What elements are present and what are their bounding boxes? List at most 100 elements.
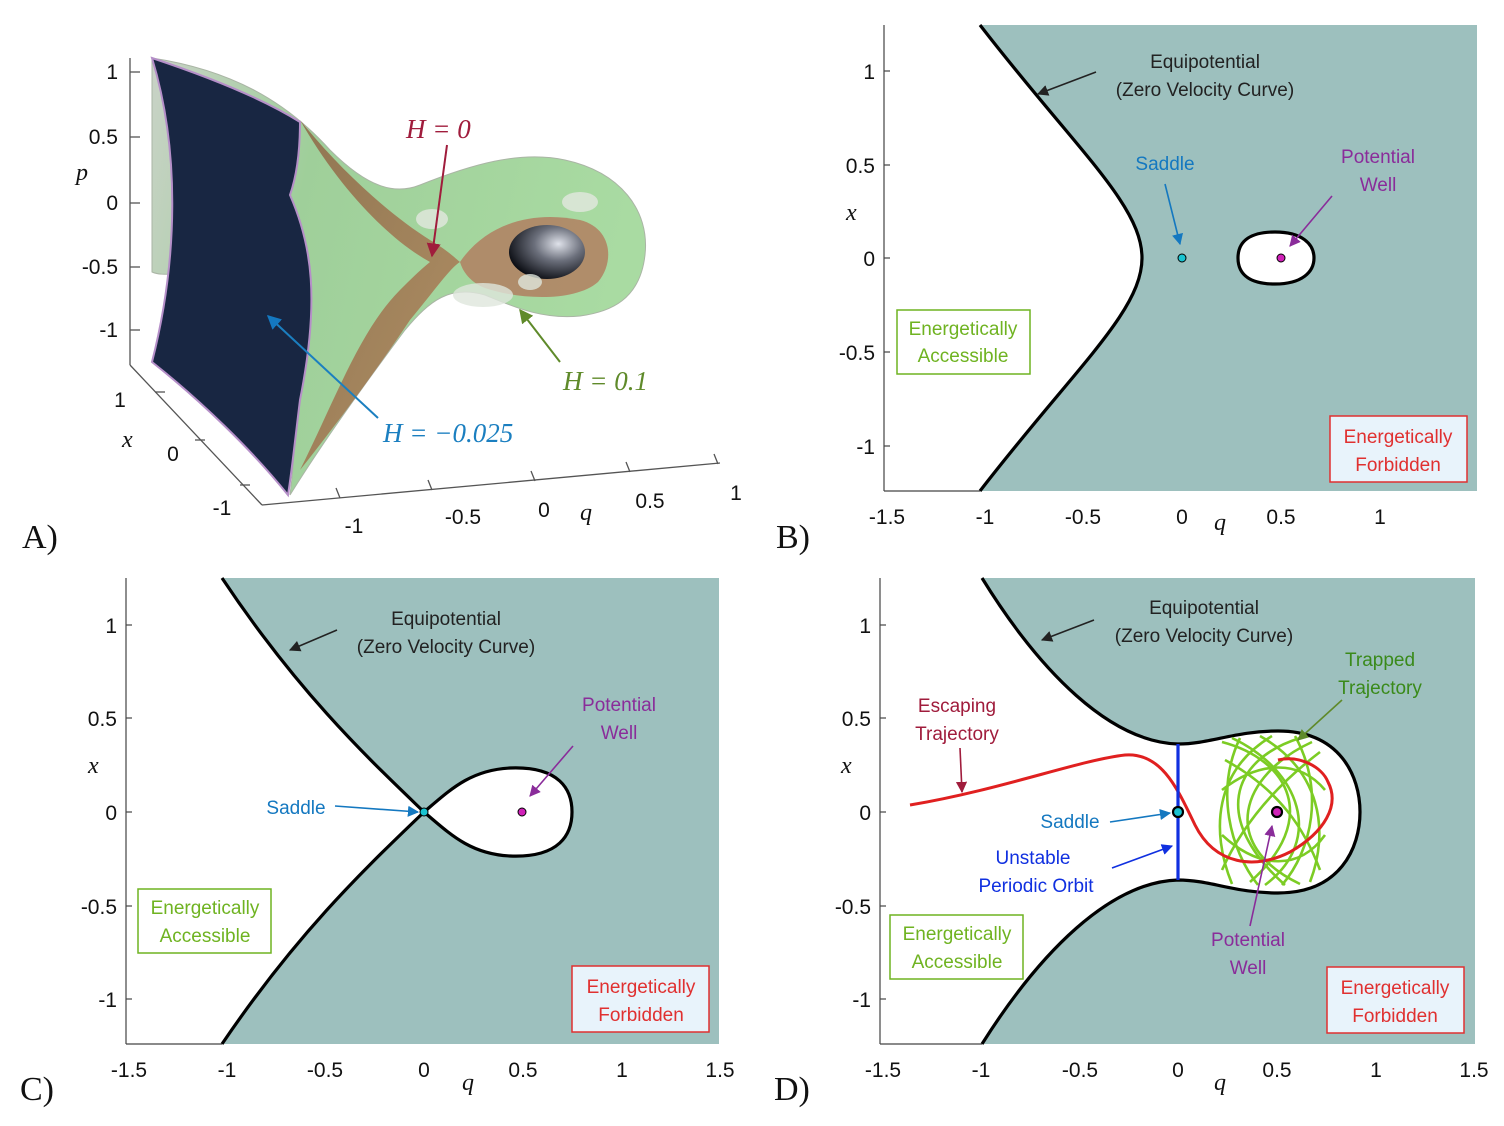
tick-label: 0.5 bbox=[508, 1059, 537, 1082]
h0-label: H = 0 bbox=[405, 114, 471, 144]
trapped-label: Trapped bbox=[1345, 650, 1415, 671]
well-point bbox=[1276, 253, 1286, 263]
accessible-label: Accessible bbox=[918, 346, 1009, 367]
tick-label: -0.5 bbox=[82, 256, 118, 279]
tick-label: 1 bbox=[106, 61, 118, 84]
tick-label: 0.5 bbox=[89, 126, 118, 149]
saddle-point bbox=[419, 807, 429, 817]
equipotential-curve bbox=[978, 24, 1144, 492]
tick-label: -0.5 bbox=[81, 896, 117, 919]
panel-label: A) bbox=[22, 519, 58, 556]
panel-a-axes bbox=[129, 58, 721, 506]
forbidden-box bbox=[571, 965, 710, 1033]
tick-label: 0 bbox=[863, 248, 875, 271]
panel-d-xticks: -1.5 -1 -0.5 0 0.5 1 1.5 bbox=[865, 1059, 1489, 1082]
panel-a-p-ticks: 1 0.5 0 -0.5 -1 bbox=[82, 61, 118, 342]
saddle-label: Saddle bbox=[1135, 154, 1194, 175]
tick-label: 0.5 bbox=[635, 490, 664, 513]
q-axis-label: q bbox=[580, 500, 592, 526]
saddle-arrow bbox=[1164, 183, 1183, 246]
tick-label: 1 bbox=[730, 482, 742, 505]
trapped-label: Trajectory bbox=[1338, 678, 1422, 699]
equipotential-label: (Zero Velocity Curve) bbox=[357, 637, 535, 658]
y-axis-label: x bbox=[840, 753, 852, 779]
tick-label: -1.5 bbox=[869, 506, 905, 529]
trapped-trajectory bbox=[1218, 734, 1327, 887]
panel-b-xticks: -1.5 -1 -0.5 0 0.5 1 bbox=[869, 506, 1386, 529]
tick-label: -1 bbox=[856, 436, 875, 459]
tick-label: -1 bbox=[218, 1059, 237, 1082]
tick-label: 1 bbox=[859, 615, 871, 638]
panel-a: 1 0.5 0 -0.5 -1 p 1 0 -1 x -1 -0.5 0 0.5… bbox=[22, 56, 742, 556]
escaping-trajectory bbox=[909, 753, 1334, 864]
surface-h0 bbox=[300, 120, 460, 470]
accessible-label: Accessible bbox=[160, 926, 251, 947]
tick-label: 0 bbox=[105, 802, 117, 825]
tick-label: -1.5 bbox=[111, 1059, 147, 1082]
panel-d-yticks: 1 0.5 0 -0.5 -1 bbox=[835, 615, 871, 1012]
h01-label: H = 0.1 bbox=[562, 366, 648, 396]
tick-label: 0.5 bbox=[1262, 1059, 1291, 1082]
h0-arrow bbox=[426, 144, 448, 258]
tick-label: 0.5 bbox=[846, 155, 875, 178]
tick-label: -1 bbox=[852, 989, 871, 1012]
well-point bbox=[517, 807, 527, 817]
panel-a-x-ticks: 1 0 -1 bbox=[114, 389, 231, 520]
panel-c-yticks: 1 0.5 0 -0.5 -1 bbox=[81, 615, 117, 1012]
panel-a-q-ticks: -1 -0.5 0 0.5 1 bbox=[345, 482, 742, 538]
equipotential-label: Equipotential bbox=[391, 609, 501, 630]
hneg-label: H = −0.025 bbox=[382, 418, 513, 448]
p-axis-label: p bbox=[74, 160, 88, 186]
accessible-label: Energetically bbox=[909, 319, 1018, 340]
tick-label: -0.5 bbox=[1065, 506, 1101, 529]
forbidden-box bbox=[1326, 966, 1465, 1034]
tick-label: -1 bbox=[213, 497, 232, 520]
saddle-point bbox=[1171, 805, 1185, 819]
well-arrow bbox=[529, 745, 574, 797]
well-point bbox=[1270, 805, 1284, 819]
panel-b-axes bbox=[883, 25, 980, 492]
accessible-label: Energetically bbox=[151, 898, 260, 919]
saddle-label: Saddle bbox=[1040, 812, 1099, 833]
well-label: Well bbox=[601, 723, 638, 744]
x-axis-label: x bbox=[121, 427, 133, 453]
tick-label: 0 bbox=[418, 1059, 430, 1082]
equipotential-curve bbox=[980, 577, 1362, 1045]
tick-label: -0.5 bbox=[307, 1059, 343, 1082]
equipotential-label: (Zero Velocity Curve) bbox=[1116, 80, 1294, 101]
tick-label: -1 bbox=[976, 506, 995, 529]
tick-label: -1 bbox=[98, 989, 117, 1012]
panel-d: 1 0.5 0 -0.5 -1 x -1.5 -1 -0.5 0 0.5 1 1… bbox=[774, 577, 1489, 1108]
forbidden-label: Forbidden bbox=[1355, 455, 1441, 476]
tick-label: -0.5 bbox=[839, 342, 875, 365]
equipotential-label: Equipotential bbox=[1149, 598, 1259, 619]
saddle-arrow bbox=[1109, 808, 1172, 823]
well-label: Potential bbox=[1341, 147, 1415, 168]
escaping-arrow bbox=[955, 747, 968, 794]
tick-label: 0 bbox=[859, 802, 871, 825]
x-axis-label: q bbox=[1214, 510, 1226, 536]
tick-label: 0 bbox=[1176, 506, 1188, 529]
saddle-label: Saddle bbox=[266, 798, 325, 819]
equipotential-label: (Zero Velocity Curve) bbox=[1115, 626, 1293, 647]
tick-label: 0 bbox=[1172, 1059, 1184, 1082]
tick-label: 1 bbox=[863, 61, 875, 84]
forbidden-label: Energetically bbox=[1341, 978, 1450, 999]
well-hole bbox=[509, 225, 585, 279]
forbidden-label: Forbidden bbox=[1352, 1006, 1438, 1027]
equipotential-arrow bbox=[1040, 619, 1095, 642]
well-contour bbox=[422, 766, 574, 858]
panel-b-yticks: 1 0.5 0 -0.5 -1 bbox=[839, 61, 875, 459]
accessible-box bbox=[896, 309, 1031, 375]
tick-label: 1 bbox=[616, 1059, 628, 1082]
accessible-label: Accessible bbox=[912, 952, 1003, 973]
upo-arrow bbox=[1111, 844, 1174, 869]
upo-label: Periodic Orbit bbox=[978, 876, 1094, 897]
tick-label: 1 bbox=[1374, 506, 1386, 529]
tick-label: 0 bbox=[167, 443, 179, 466]
tick-label: -1 bbox=[972, 1059, 991, 1082]
saddle-arrow bbox=[334, 805, 420, 817]
tick-label: -1 bbox=[99, 319, 118, 342]
x-axis-label: q bbox=[462, 1070, 474, 1096]
tick-label: 0 bbox=[538, 499, 550, 522]
